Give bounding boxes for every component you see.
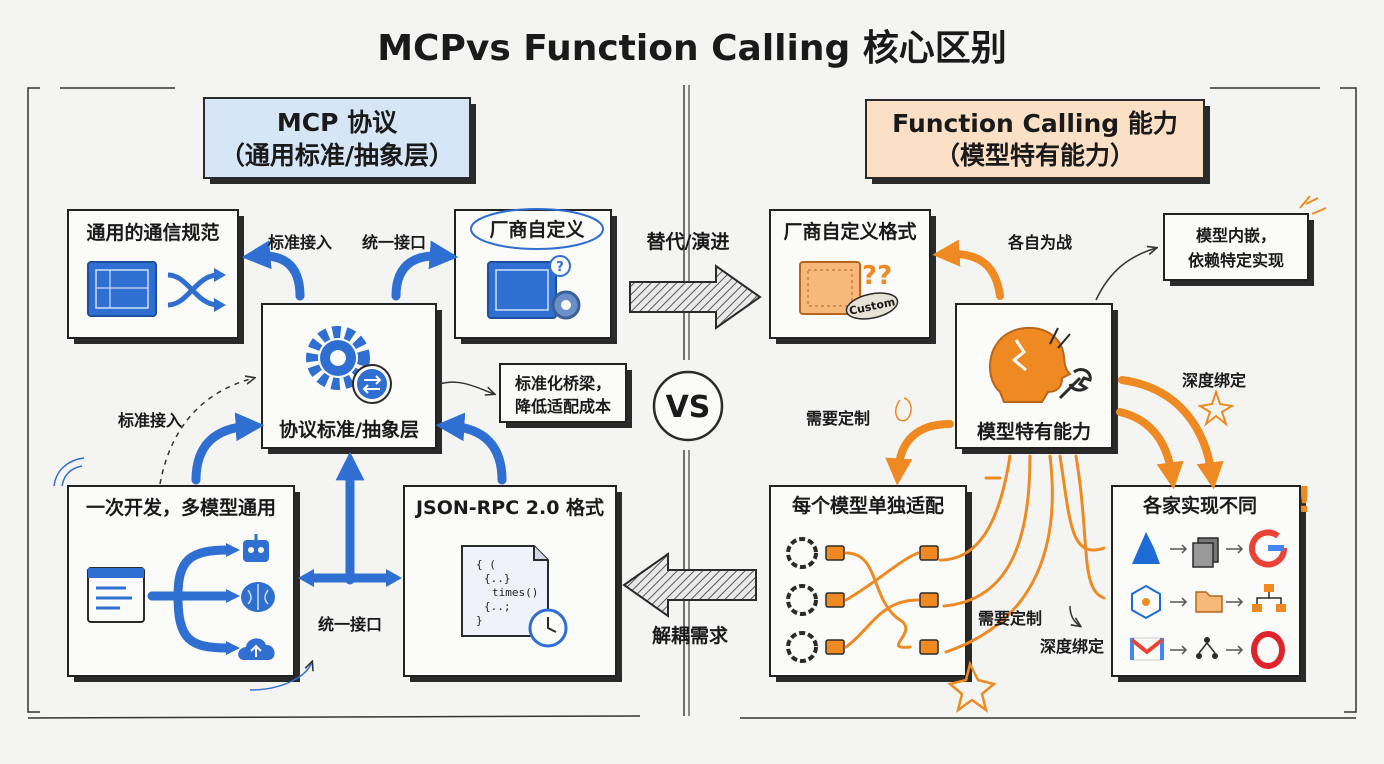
label-needs-custom-bottom: 需要定制 [978,609,1042,628]
gmail-icon [1130,637,1164,661]
plug-icon [825,545,939,655]
ai-logo-icon [786,537,818,663]
arrow-model-to-diff-2 [1116,408,1184,490]
gear-icon [306,326,392,404]
label-replace-evolve: 替代/演进 [647,230,730,253]
tangled-orange-lines [938,454,1106,654]
arrow-model-to-vendor-format [932,239,1004,300]
box-adapt-title: 每个模型单独适配 [792,494,944,517]
opera-icon [1251,631,1285,669]
note-embedded-line1: 模型内嵌， [1196,226,1276,245]
network-cube-icon [1131,584,1161,620]
label-decoupling-need: 解耦需求 [652,624,729,647]
star-doodle-bottom [947,660,997,713]
code-window-icon [87,567,145,623]
vs-badge: VS [652,370,724,442]
org-chart-icon [1196,637,1218,659]
box-implementations-differ: 各家实现不同 ! [1111,480,1312,682]
arrow-replace-evolve [629,264,762,330]
branch-arrows [147,545,233,653]
code-line-5: } [476,614,483,627]
box-develop-once: 一次开发，多模型通用 [67,485,300,682]
box-model-capability: 模型特有能力 [955,303,1118,454]
box-communication-spec: 通用的通信规范 [67,209,244,344]
note-embedded: 模型内嵌， 依赖特定实现 [1163,195,1327,286]
box-vendor-format-title: 厂商自定义格式 [783,220,916,243]
box-diff-title: 各家实现不同 [1142,494,1257,517]
code-document-icon: { ( {..} times() {..; } [461,545,568,648]
box-vendor-format: 厂商自定义格式 ?? Custom [769,209,936,344]
arrow-to-bridge-note [439,381,494,394]
cloud-upload-icon [238,638,275,660]
box-vendor-title: 厂商自定义 [489,218,584,241]
azure-icon [1132,532,1160,564]
box-per-model-adapt: 每个模型单独适配 [769,485,972,682]
arrow-core-to-spec [241,240,305,301]
note-embedded-line2: 依赖特定实现 [1188,251,1284,270]
brain-icon [241,582,275,612]
small-arrows [1170,544,1244,655]
shuffle-icon [167,268,226,312]
label-needs-custom-left: 需要定制 [806,409,870,428]
box-json-title: JSON-RPC 2.0 格式 [414,496,604,519]
code-line-1: { ( [476,558,496,571]
code-line-2: {..} [484,572,511,585]
box-vendor-custom: 厂商自定义 ? [454,208,617,344]
google-icon [1249,529,1288,568]
fc-header-line1: Function Calling 能力 [892,109,1178,138]
tangled-wires [844,551,920,649]
mcp-header: MCP 协议 （通用标准/抽象层） [203,97,476,184]
fc-header-line2: （模型特有能力） [935,141,1135,170]
arrow-model-to-diff-1 [1118,376,1224,490]
head-wrench-icon [988,327,1092,403]
question-marks: ?? [862,261,892,291]
label-each-own-way: 各自为战 [1007,233,1072,252]
label-unified-interface-bottom: 统一接口 [318,615,382,634]
page-title: MCPvs Function Calling 核心区别 [377,28,1007,69]
arrow-core-to-vendor [391,240,459,301]
label-deep-binding-bottom: 深度绑定 [1040,637,1104,656]
exclaim-mark: ! [1296,480,1312,521]
left-panel-frame [27,87,641,719]
custom-blueprint-icon: ?? Custom [799,261,899,320]
box-dev-title: 一次开发，多模型通用 [86,496,276,519]
box-protocol-core: 协议标准/抽象层 [261,303,442,454]
arrow-model-to-adapt [885,420,954,486]
dashed-arrow-standard-access [159,378,254,485]
arrow-decoupling-need [622,552,757,618]
vs-text: VS [666,390,711,425]
right-panel-frame [740,87,1357,719]
code-line-4: {..; [484,600,511,613]
fc-header: Function Calling 能力 （模型特有能力） [865,99,1210,184]
note-bridge-line1: 标准化桥梁， [514,374,611,393]
label-standard-access-left: 标准接入 [117,411,182,430]
arrow-json-to-core [435,412,507,485]
code-line-3: times() [492,586,538,599]
files-icon [1192,537,1219,568]
blueprint-icon [87,261,157,317]
mcp-header-line1: MCP 协议 [277,108,398,137]
folder-icon [1195,591,1223,613]
blueprint-gear-icon: ? [487,255,581,320]
note-bridge: 标准化桥梁， 降低适配成本 [499,363,632,428]
svg-text:?: ? [556,260,564,275]
box-core-title: 协议标准/抽象层 [279,418,419,441]
label-deep-binding-top: 深度绑定 [1182,371,1246,390]
robot-icon [243,534,269,562]
label-unified-interface-top: 统一接口 [362,233,426,252]
mcp-header-line2: （通用标准/抽象层） [220,141,454,170]
note-bridge-line2: 降低适配成本 [515,397,611,416]
box-model-title: 模型特有能力 [977,420,1091,443]
star-doodle-top [1197,388,1235,427]
box-spec-title: 通用的通信规范 [86,221,219,244]
hierarchy-icon [1252,584,1286,612]
label-standard-access-top: 标准接入 [267,233,332,252]
arrow-to-embedded-note [1095,248,1156,301]
box-json-rpc: JSON-RPC 2.0 格式 { ( {..} times() {..; } [403,485,622,682]
arrow-dev-to-core [191,412,265,485]
